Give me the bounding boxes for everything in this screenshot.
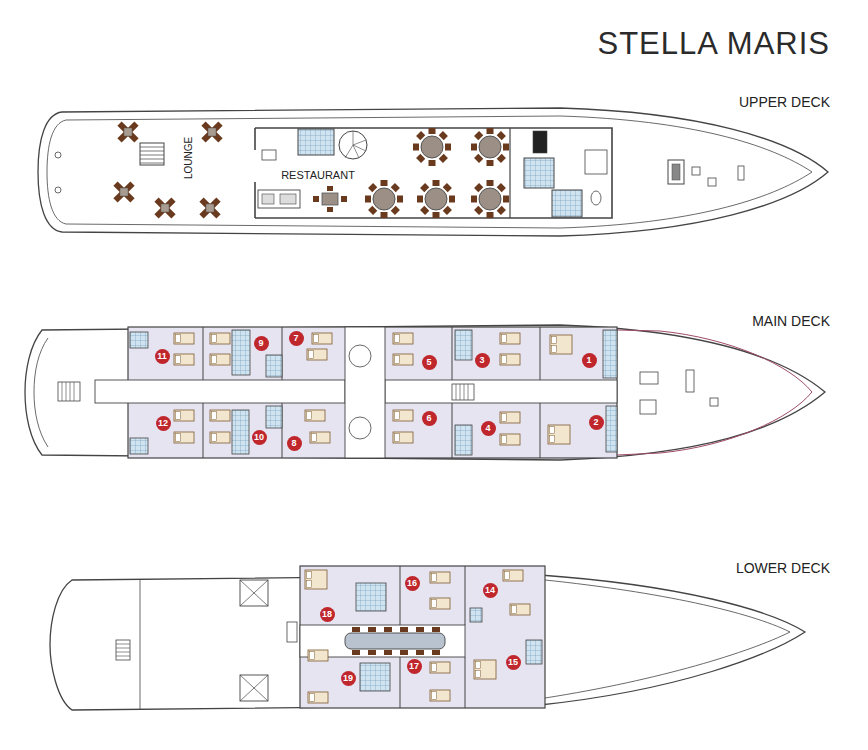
ship-title: STELLA MARIS bbox=[597, 26, 830, 62]
upper-deck-plan bbox=[38, 108, 828, 236]
callout-number: 15 bbox=[506, 655, 521, 670]
lower-deck-beds bbox=[305, 570, 530, 703]
main-deck-beds bbox=[174, 333, 572, 445]
callout-number: 1 bbox=[582, 353, 597, 368]
lower-deck-chairs bbox=[352, 627, 440, 655]
callout-number: 2 bbox=[589, 415, 604, 430]
area-name: LOUNGE bbox=[183, 136, 194, 180]
callout-number: 11 bbox=[155, 349, 170, 364]
callout-number: 14 bbox=[483, 583, 498, 598]
callout-number: 18 bbox=[320, 607, 335, 622]
callout-number: 17 bbox=[407, 659, 422, 674]
main-deck-plan bbox=[25, 325, 825, 460]
callout-number: 7 bbox=[289, 331, 304, 346]
callout-number: 5 bbox=[422, 355, 437, 370]
deck-name: LOWER DECK bbox=[736, 560, 830, 576]
callout-number: 9 bbox=[254, 336, 269, 351]
callout-number: 4 bbox=[481, 421, 496, 436]
area-name: RESTAURANT bbox=[280, 169, 356, 181]
callout-number: 16 bbox=[405, 576, 420, 591]
deck-name: MAIN DECK bbox=[752, 313, 830, 329]
lower-deck-plan bbox=[50, 566, 805, 710]
callout-number: 10 bbox=[252, 430, 267, 445]
callout-number: 8 bbox=[287, 436, 302, 451]
lounge-chairs bbox=[113, 121, 222, 218]
deck-name: UPPER DECK bbox=[739, 94, 830, 110]
callout-number: 3 bbox=[475, 353, 490, 368]
callout-number: 12 bbox=[156, 416, 171, 431]
callout-number: 6 bbox=[422, 411, 437, 426]
callout-number: 19 bbox=[341, 671, 356, 686]
main-deck-bathrooms bbox=[130, 330, 617, 455]
